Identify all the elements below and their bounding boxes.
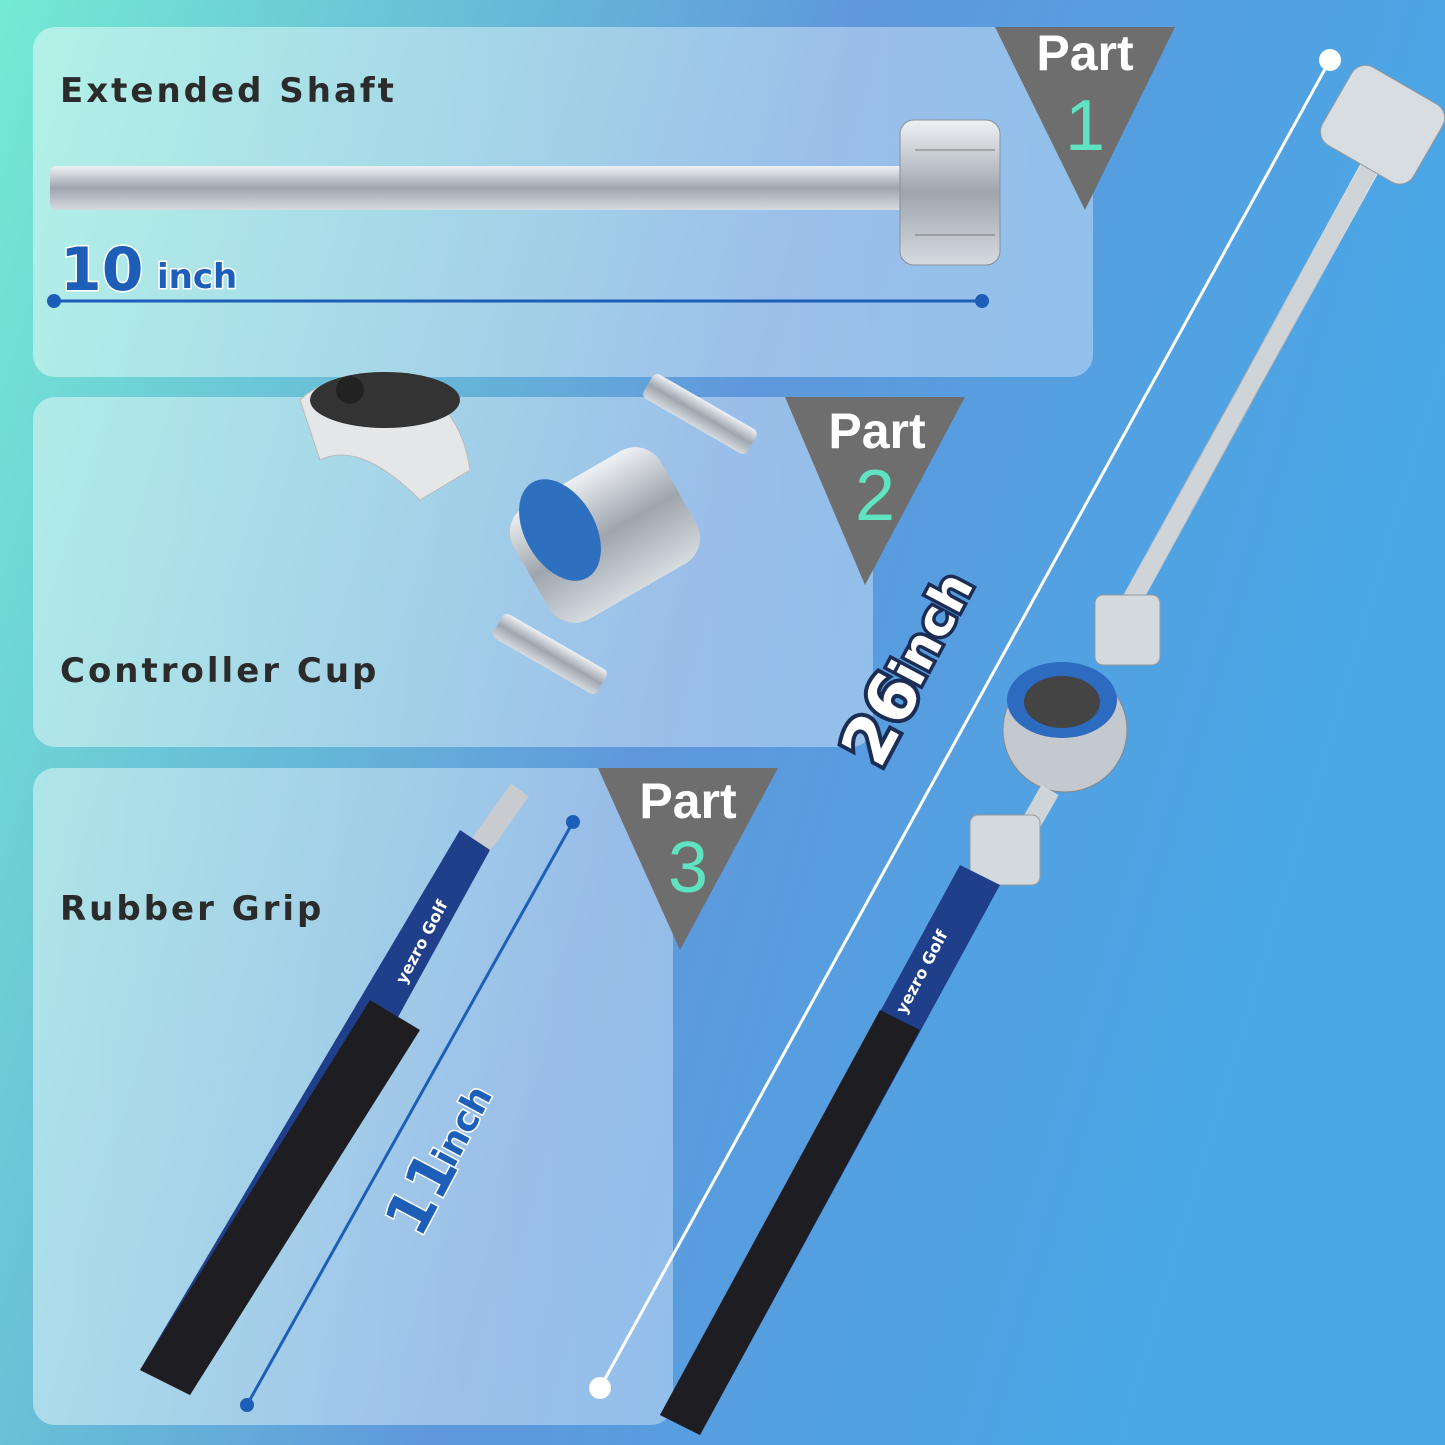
part-3-tab-label: Part [639, 773, 737, 829]
part-2-name: Controller Cup [60, 651, 379, 691]
assembled-stick: yezro Golf 26 inch [589, 49, 1445, 1435]
extended-shaft-image [50, 119, 1001, 266]
part-1-tab [995, 27, 1175, 210]
part-3-number: 3 [668, 828, 708, 908]
part-3-dimension-line [245, 821, 575, 1406]
panel-part-3: Part 3 Rubber Grip yezro Golf 11 inch [33, 768, 778, 1425]
panel-part-1: Part 1 Extended Shaft 10 inch [33, 25, 1175, 377]
part-3-tab [598, 768, 778, 950]
controller-cup-image [299, 372, 757, 694]
part-2-number: 2 [855, 456, 895, 536]
part-2-tab [785, 397, 965, 585]
assembled-dimension-line [598, 59, 1332, 1389]
part-1-length-value: 10 [60, 235, 144, 305]
part-1-length-unit: inch [157, 257, 237, 297]
part-3-name: Rubber Grip [60, 889, 324, 929]
part-1-name: Extended Shaft [60, 71, 397, 111]
panel-part-2: Part 2 Controller Cup [33, 372, 965, 747]
part-2-tab-label: Part [828, 403, 926, 459]
rubber-grip-image: yezro Golf [140, 783, 529, 1395]
part-1-tab-label: Part [1036, 25, 1134, 81]
part-1-number: 1 [1065, 86, 1105, 166]
